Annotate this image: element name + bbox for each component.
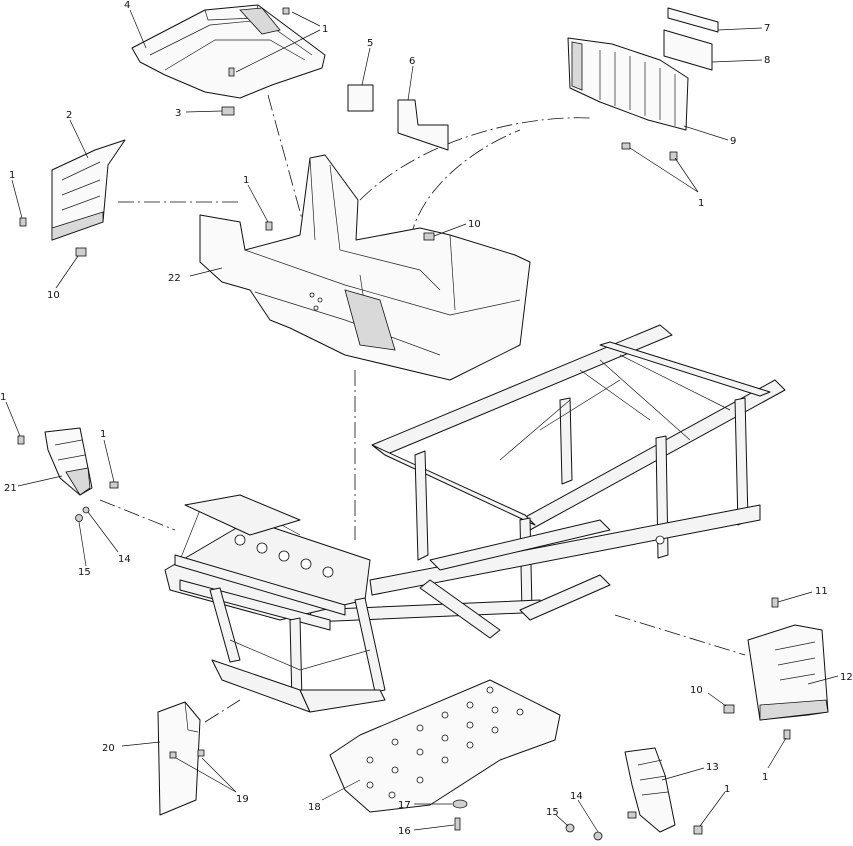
part-21-left-guard [44, 427, 93, 496]
fastener-1-left-bracket [19, 217, 27, 227]
fastener-1-top [228, 7, 290, 77]
callout-8: 8 [764, 55, 770, 66]
main-chassis-frame [164, 324, 786, 713]
callout-11: 11 [815, 586, 828, 597]
callout-5: 5 [367, 38, 373, 49]
callout-10-left: 10 [47, 290, 60, 301]
callout-16: 16 [398, 826, 411, 837]
callout-1-far-left-top: 1 [0, 392, 6, 403]
pin-16 [454, 817, 461, 831]
fastener-1-right-pair [621, 142, 678, 161]
callout-19: 19 [236, 794, 249, 805]
fastener-1-right-low [783, 729, 791, 740]
callout-21: 21 [4, 483, 17, 494]
callout-15-bottom: 15 [546, 807, 559, 818]
callout-17: 17 [398, 800, 411, 811]
nut-washer-14-15-left [75, 506, 90, 522]
callout-1-left-mid: 1 [100, 429, 106, 440]
decal-6 [397, 99, 449, 151]
part-18-skid-plate [329, 679, 561, 813]
fastener-1-bottom-right [693, 825, 703, 835]
callout-3: 3 [175, 108, 181, 119]
leader-lines [5, 9, 839, 833]
part-9-rear-panel [567, 37, 689, 131]
clip-10-center [423, 232, 435, 241]
callout-1-floor: 1 [243, 175, 249, 186]
callout-14-left: 14 [118, 554, 131, 565]
callout-4: 4 [124, 0, 130, 11]
part-22-floor-tub [199, 154, 531, 381]
callout-22: 22 [168, 273, 181, 284]
grommet-17 [452, 799, 468, 809]
part-20-front-plate [157, 701, 201, 816]
fastener-11 [771, 597, 779, 608]
fastener-19-pair [169, 749, 205, 759]
clip-10-right [723, 704, 735, 714]
callout-9: 9 [730, 136, 736, 147]
callout-10-center: 10 [468, 219, 481, 230]
clip-10-left [75, 247, 87, 257]
fastener-1-left-mid [109, 481, 119, 489]
callout-6: 6 [409, 56, 415, 67]
callout-1-right-low: 1 [762, 772, 768, 783]
callout-1-top: 1 [322, 24, 328, 35]
nut-washer-14-15-bottom [565, 823, 603, 841]
part-4-upper-panel [131, 4, 326, 99]
callout-1-bottom-right: 1 [724, 784, 730, 795]
fastener-1-floor [265, 221, 273, 231]
decal-5 [347, 84, 374, 112]
callout-2: 2 [66, 110, 72, 121]
callout-7: 7 [764, 23, 770, 34]
assembly-centerlines [99, 94, 746, 723]
decal-7 [667, 7, 719, 33]
decal-8 [663, 29, 713, 71]
callout-15-left: 15 [78, 567, 91, 578]
fastener-1-far-left [17, 435, 25, 445]
callout-20: 20 [102, 743, 115, 754]
callout-10-right: 10 [690, 685, 703, 696]
callout-13: 13 [706, 762, 719, 773]
callout-1-leftbracket: 1 [9, 170, 15, 181]
callout-12: 12 [840, 672, 853, 683]
part-13-right-front-guard [624, 747, 676, 833]
callout-1-right: 1 [698, 198, 704, 209]
part-2-left-bracket [51, 139, 126, 241]
clip-3 [221, 106, 235, 116]
callout-18: 18 [308, 802, 321, 813]
callout-14-bottom: 14 [570, 791, 583, 802]
part-12-right-guard [747, 624, 829, 721]
fastener-13-bolt [627, 811, 637, 819]
